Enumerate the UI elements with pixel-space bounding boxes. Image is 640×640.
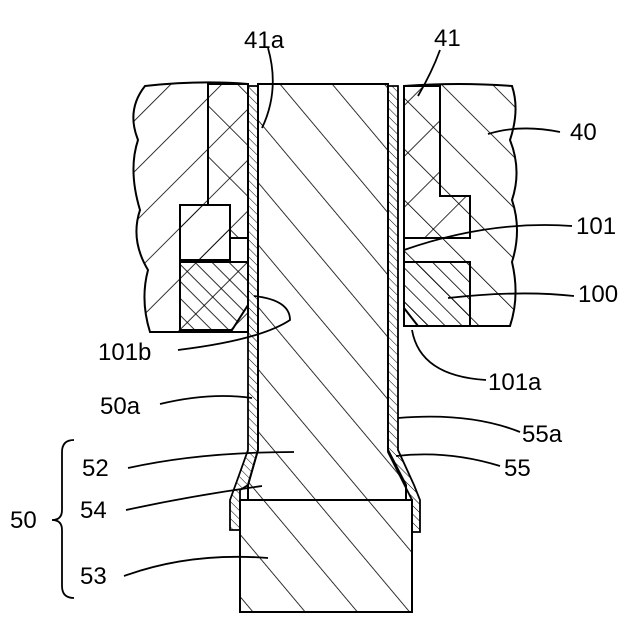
label-41: 41 (434, 25, 461, 52)
shaft-52 (248, 84, 406, 500)
leader-55a (398, 417, 520, 432)
leader-101a (412, 330, 486, 380)
label-100: 100 (578, 281, 618, 308)
seal-100-right (404, 262, 470, 326)
label-53: 53 (80, 563, 107, 590)
leader-50a (160, 396, 252, 404)
label-50: 50 (10, 507, 37, 534)
label-40: 40 (570, 119, 597, 146)
label-54: 54 (80, 497, 107, 524)
label-41a: 41a (244, 27, 285, 54)
label-55: 55 (504, 455, 531, 482)
label-101: 101 (576, 213, 616, 240)
leader-55 (396, 454, 500, 466)
shaft-53 (240, 500, 412, 612)
label-50a: 50a (100, 393, 141, 420)
label-55a: 55a (522, 421, 563, 448)
label-101b: 101b (98, 339, 151, 366)
label-101a: 101a (488, 369, 542, 396)
label-52: 52 (82, 455, 109, 482)
brace-50 (52, 440, 74, 598)
seal-100-left (180, 262, 248, 330)
pocket-left (180, 205, 230, 260)
